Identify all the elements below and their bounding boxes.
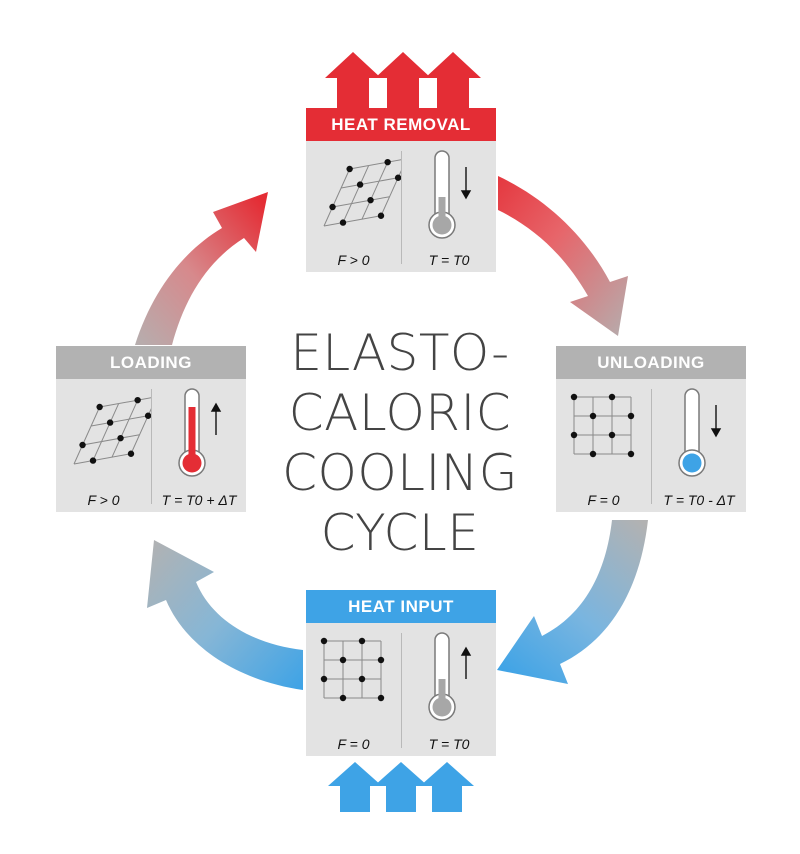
panel-unloading: UNLOADING F = 0 T = T0 - ΔT	[556, 346, 746, 512]
force-formula: F > 0	[87, 492, 120, 508]
panel-heat-removal: HEAT REMOVAL F > 0 T = T0	[306, 108, 496, 272]
thermometer-icon	[678, 388, 722, 477]
temperature-formula: T = T0	[428, 736, 470, 752]
panel-header: UNLOADING	[556, 346, 746, 379]
panel-loading: LOADING F > 0 T = T0 + ΔT	[56, 346, 246, 512]
heat-in-arrows-icon	[328, 762, 474, 812]
title-line-4: CYCLE	[320, 504, 480, 562]
divider	[151, 389, 152, 504]
thermometer-icon	[428, 632, 472, 721]
thermometer-icon	[178, 388, 222, 477]
arrow-to-loading	[147, 540, 303, 690]
square-lattice-icon	[570, 393, 635, 458]
panel-header: HEAT INPUT	[306, 590, 496, 623]
sheared-lattice-icon	[73, 396, 151, 465]
temperature-formula: T = T0 + ΔT	[161, 492, 237, 508]
title-line-2: CALORIC	[288, 384, 512, 442]
temperature-formula: T = T0	[428, 252, 470, 268]
title-line-1: ELASTO-	[290, 324, 510, 382]
force-formula: F = 0	[337, 736, 370, 752]
panel-heat-input: HEAT INPUT F = 0 T = T0	[306, 590, 496, 756]
divider	[401, 151, 402, 264]
arrow-to-unloading	[498, 176, 628, 336]
force-formula: F = 0	[587, 492, 620, 508]
sheared-lattice-icon	[323, 158, 401, 227]
divider	[401, 633, 402, 748]
force-formula: F > 0	[337, 252, 370, 268]
thermometer-icon	[428, 150, 472, 239]
divider	[651, 389, 652, 504]
arrow-to-heat-removal	[95, 192, 268, 345]
panel-header: LOADING	[56, 346, 246, 379]
title-line-3: COOLING	[282, 444, 518, 502]
heat-out-arrows-icon	[325, 52, 481, 108]
arrow-to-heat-input	[497, 520, 648, 684]
temperature-formula: T = T0 - ΔT	[663, 492, 735, 508]
panel-header: HEAT REMOVAL	[306, 108, 496, 141]
square-lattice-icon	[320, 637, 385, 702]
